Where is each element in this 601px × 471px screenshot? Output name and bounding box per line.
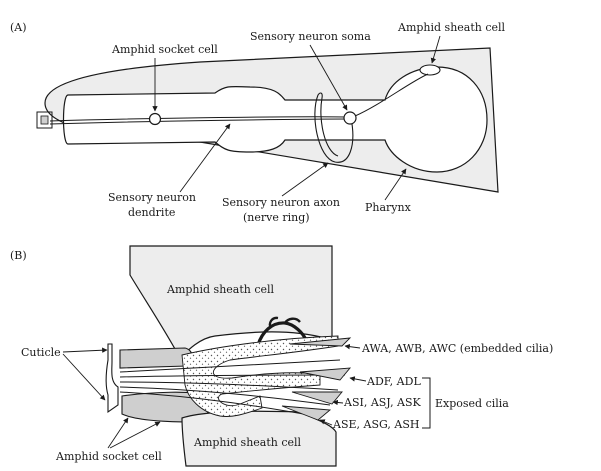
cilia-tip-awa (289, 337, 352, 347)
leader-ase (319, 419, 333, 426)
cilia-tip-adf (299, 367, 352, 381)
leader-axon (281, 162, 329, 197)
label-sensory-neuron-soma: Sensory neuron soma (250, 30, 371, 43)
label-axon-2: (nerve ring) (243, 211, 310, 224)
cilia-tip-asi (291, 391, 343, 405)
amphid-opening (36, 111, 53, 129)
label-asi-asj-ask: ASI, ASJ, ASK (343, 396, 422, 409)
amphid-socket-cell-a (148, 112, 162, 126)
leader-sheath (430, 35, 441, 64)
panel-a-letter: (A) (10, 21, 27, 34)
amphid-sheath-cell-a (419, 64, 441, 76)
leader-pharynx (384, 168, 407, 201)
label-sheath-bottom: Amphid sheath cell (193, 436, 302, 449)
label-socket-b: Amphid socket cell (55, 450, 162, 463)
label-adf-adl: ADF, ADL (366, 375, 421, 388)
leader-soma (309, 44, 348, 111)
label-exposed-cilia: Exposed cilia (435, 397, 509, 410)
label-ase-asg-ash: ASE, ASG, ASH (332, 418, 419, 431)
label-amphid-socket-cell: Amphid socket cell (111, 43, 218, 56)
cuticle (105, 343, 119, 414)
exposed-cilia-bracket (422, 377, 431, 429)
sensory-neuron-soma (343, 111, 357, 125)
panel-a: (A) Amphid socket cell Sensory neuron so… (10, 21, 506, 224)
amphid-opening-inner (40, 115, 49, 125)
leader-asi (332, 399, 344, 406)
label-sheath-top: Amphid sheath cell (166, 283, 275, 296)
leader-adf (349, 376, 367, 382)
panel-b-letter: (B) (10, 249, 27, 262)
cilia-tip-ase (281, 405, 332, 421)
label-amphid-sheath-cell: Amphid sheath cell (397, 21, 506, 34)
leader-cuticle-1 (62, 347, 108, 353)
stippled-cilia-region (181, 335, 339, 417)
panel-b: (B) Amphid sheath cell Amphid sheath cel… (10, 245, 553, 467)
label-axon-1: Sensory neuron axon (222, 196, 340, 209)
leader-embedded (344, 343, 361, 350)
label-cuticle: Cuticle (21, 346, 61, 359)
sensory-neuron-axon (314, 92, 354, 163)
branched-cilia-branch (268, 316, 301, 329)
label-dendrite-1: Sensory neuron (108, 191, 196, 204)
leader-socket-b-2 (109, 421, 161, 449)
dendrite-bundle-lower (49, 118, 351, 125)
dendrite-bundle (49, 116, 351, 122)
leader-socket-b-1 (107, 417, 129, 449)
leader-cuticle-2 (62, 353, 106, 401)
dendrite-to-sheath (354, 73, 429, 117)
cilia-bundle (119, 359, 346, 418)
label-dendrite-2: dendrite (128, 206, 175, 219)
amphid-socket-cell-b-upper (119, 347, 193, 369)
label-embedded-group: AWA, AWB, AWC (embedded cilia) (361, 342, 553, 355)
leader-dendrite (179, 123, 231, 193)
label-pharynx: Pharynx (365, 201, 412, 214)
